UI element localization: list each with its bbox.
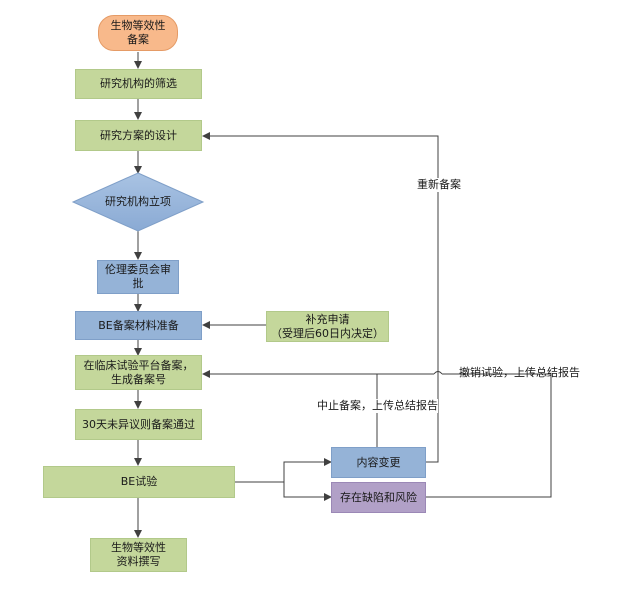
decision-project-approval: 研究机构立项 <box>105 195 171 208</box>
arrow-trial-to-change <box>283 458 332 482</box>
decision-diamond-shape <box>71 172 205 232</box>
label-suspend: 中止备案，上传总结报告 <box>317 399 438 413</box>
step-screening: 研究机构的筛选 <box>75 69 202 99</box>
start-node: 生物等效性 备案 <box>98 15 178 51</box>
step-design: 研究方案的设计 <box>75 120 202 151</box>
label-withdraw: 撤销试验，上传总结报告 <box>459 366 580 379</box>
step-be-preparation: BE备案材料准备 <box>75 311 202 340</box>
step-platform-registration: 在临床试验平台备案， 生成备案号 <box>75 355 202 390</box>
label-re-register: 重新备案 <box>416 178 462 192</box>
step-content-change: 内容变更 <box>331 447 426 478</box>
step-ethics-approval: 伦理委员会审 批 <box>97 260 179 294</box>
line-re-register <box>202 132 439 463</box>
step-30-day-approval: 30天未异议则备案通过 <box>75 409 202 440</box>
step-supplement-application: 补充申请 （受理后60日内决定） <box>266 311 389 342</box>
line-crossing-hop <box>433 371 443 375</box>
arrow-trial-to-defect <box>283 482 332 501</box>
end-node: 生物等效性 资料撰写 <box>90 538 187 572</box>
step-defect-risk: 存在缺陷和风险 <box>331 482 426 513</box>
line-withdraw <box>426 373 552 498</box>
step-be-trial: BE试验 <box>43 466 235 498</box>
